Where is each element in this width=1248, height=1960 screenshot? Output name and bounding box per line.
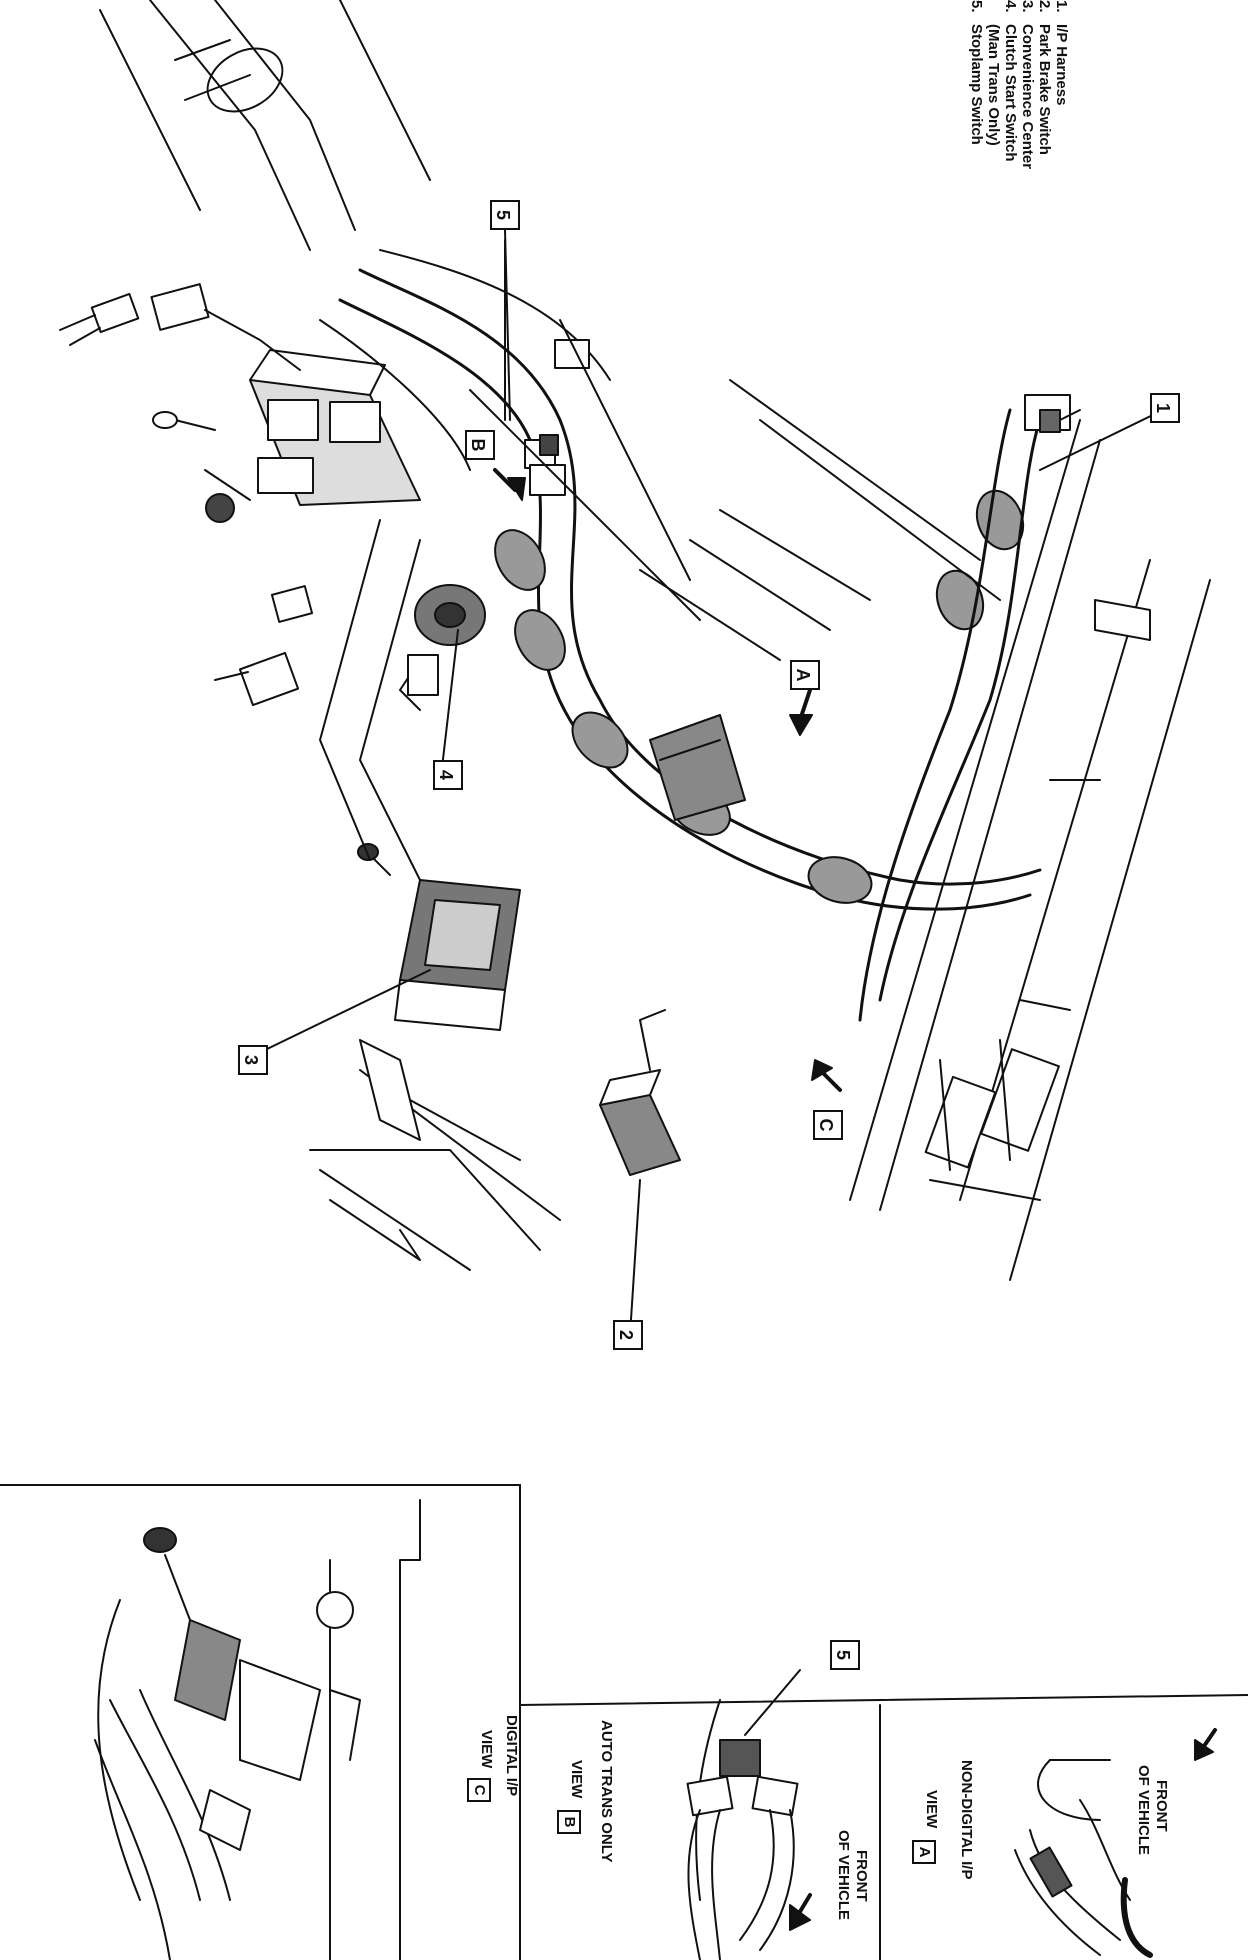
dash-rails	[849, 419, 1211, 1281]
view-a-caption: NON-DIGITAL I/P	[958, 1760, 975, 1880]
view-b-front-label-line1: FRONT	[853, 1850, 870, 1902]
view-a-front-label-line1: FRONT	[1153, 1780, 1170, 1832]
view-c-marker: C	[813, 1110, 843, 1140]
view-b-art	[686, 1669, 801, 1960]
callout-4: 4	[433, 760, 463, 790]
connectors-lower-right	[924, 1039, 1060, 1201]
arrows	[493, 468, 842, 1092]
view-c-art	[94, 1499, 421, 1960]
steering-column	[99, 0, 431, 251]
view-a-marker: A	[790, 660, 820, 690]
callout-5: 5	[490, 200, 520, 230]
view-b-front-label-line2: OF VEHICLE	[835, 1830, 852, 1921]
callout-1: 1	[1150, 393, 1180, 423]
view-b-callout-5: 5	[830, 1640, 860, 1670]
view-b-label: VIEW	[568, 1760, 585, 1799]
lower-panel	[309, 1039, 561, 1271]
view-c-letter: C	[467, 1778, 491, 1802]
legend-item: 3.Convenience Center	[1019, 0, 1036, 170]
background-lines	[319, 319, 1001, 881]
legend-item: 1.I/P Harness	[1053, 0, 1070, 106]
clutch-switch	[399, 584, 486, 711]
view-a-letter: A	[912, 1840, 936, 1864]
view-a-art	[1014, 1759, 1153, 1958]
legend-item: 4.Clutch Start Switch	[1002, 0, 1019, 162]
center-connector	[649, 714, 746, 821]
park-brake-switch	[599, 1009, 681, 1176]
view-c-label: VIEW	[478, 1730, 495, 1769]
callout-3: 3	[238, 1045, 268, 1075]
legend-item: 2.Park Brake Switch	[1036, 0, 1053, 155]
front-arrows	[789, 1728, 1217, 1931]
convenience-block-upper	[152, 349, 421, 523]
legend-item: 5.Stoplamp Switch	[968, 0, 985, 145]
view-b-letter: B	[557, 1810, 581, 1834]
view-b-caption: AUTO TRANS ONLY	[598, 1720, 615, 1863]
harness-right-branch	[858, 394, 1081, 1022]
view-a-front-label-line2: OF VEHICLE	[1135, 1765, 1152, 1856]
stoplamp-switch	[504, 229, 590, 496]
view-c-caption: DIGITAL I/P	[503, 1715, 520, 1797]
view-a-label: VIEW	[923, 1790, 940, 1829]
leader-lines	[264, 239, 1164, 1336]
callout-2: 2	[613, 1320, 643, 1350]
legend-item: (Man Trans Only)	[985, 24, 1002, 146]
view-panels	[0, 1484, 1248, 1960]
connectors-upper-left	[59, 283, 314, 707]
convenience-center	[357, 843, 521, 1031]
view-b-marker: B	[465, 430, 495, 460]
